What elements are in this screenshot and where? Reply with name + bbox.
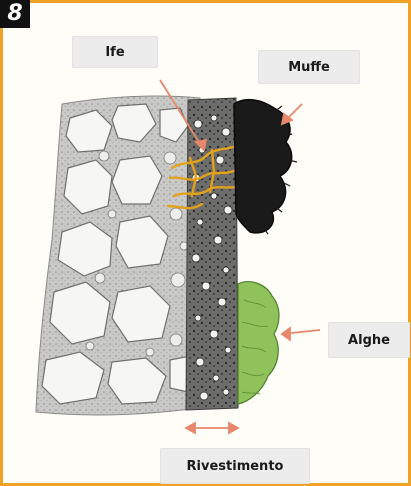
label-ife: Ife [72, 36, 158, 68]
label-rivestimento: Rivestimento [160, 448, 310, 484]
figure-number-badge: 8 [0, 0, 30, 28]
label-muffe: Muffe [258, 50, 360, 84]
label-alghe: Alghe [328, 322, 410, 358]
render-coating-layer [186, 98, 238, 410]
